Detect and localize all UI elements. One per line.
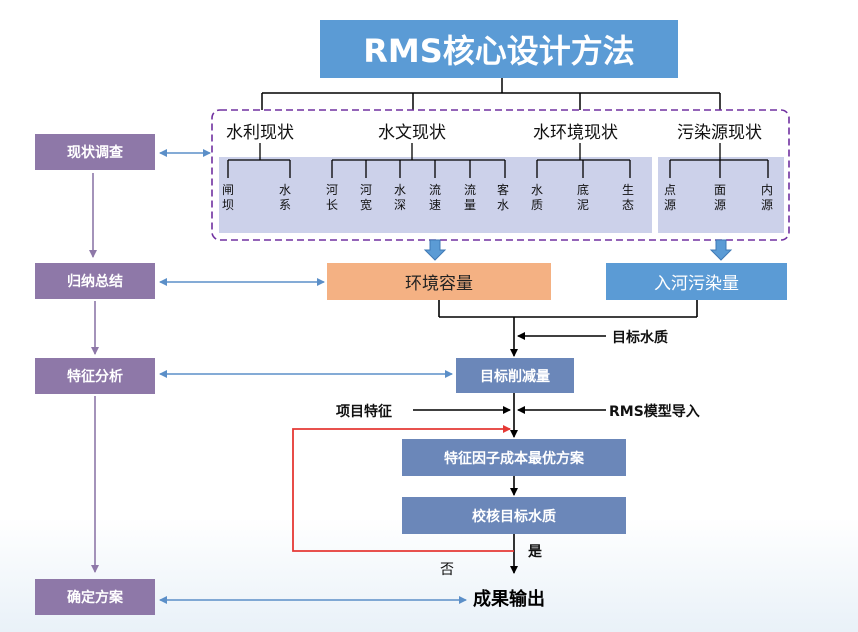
check-target-quality-box: 校核目标水质 [402, 497, 626, 534]
yes-label: 是 [528, 544, 542, 560]
project-features-label: 项目特征 [336, 404, 392, 420]
env-capacity-box: 环境容量 [327, 263, 551, 300]
survey-band-right [658, 157, 784, 233]
survey-item-river-length: 河长 [325, 183, 338, 212]
survey-item-internal-source: 内源 [760, 183, 773, 212]
survey-subtrees [227, 143, 769, 178]
survey-item-water-quality: 水质 [530, 183, 543, 212]
target-quality-label: 目标水质 [612, 330, 668, 346]
survey-item-sediment: 底泥 [576, 183, 589, 212]
step-feature-analysis: 特征分析 [35, 358, 155, 394]
survey-item-flow-rate: 流量 [463, 183, 476, 212]
result-output-label: 成果输出 [473, 589, 545, 610]
survey-item-flow-velocity: 流速 [428, 183, 441, 212]
survey-item-sluice-dam: 闸坝 [221, 183, 234, 212]
main-flow [413, 300, 698, 574]
survey-group-pollution-source: 污染源现状 [677, 123, 762, 143]
feedback-loop-arrow [292, 425, 514, 552]
no-label: 否 [440, 562, 454, 578]
left-flow-arrows [89, 173, 99, 573]
inflow-load-box: 入河污染量 [606, 263, 787, 300]
survey-group-hydrology: 水文现状 [378, 123, 446, 143]
step-summarize: 归纳总结 [35, 263, 155, 299]
optimal-cost-plan-box: 特征因子成本最优方案 [402, 439, 626, 476]
link-arrows [159, 149, 467, 604]
survey-item-point-source: 点源 [663, 183, 676, 212]
survey-dashed-frame [211, 109, 790, 241]
survey-item-incoming-water: 客水 [496, 183, 509, 212]
rms-model-import-label: RMS模型导入 [609, 404, 700, 420]
survey-group-water-environment: 水环境现状 [533, 123, 618, 143]
survey-item-ecology: 生态 [621, 183, 634, 212]
step-current-survey: 现状调查 [35, 134, 155, 170]
diagram-title: RMS核心设计方法 [320, 20, 678, 78]
step-determine-plan: 确定方案 [35, 579, 155, 615]
survey-item-water-system: 水系 [278, 183, 291, 212]
survey-item-nonpoint-source: 面源 [713, 183, 726, 212]
survey-group-water-conservancy: 水利现状 [226, 123, 294, 143]
survey-item-river-width: 河宽 [359, 183, 372, 212]
survey-item-water-depth: 水深 [393, 183, 406, 212]
title-tree [261, 78, 721, 110]
band-down-arrows [423, 239, 733, 261]
target-reduction-box: 目标削减量 [456, 358, 574, 393]
